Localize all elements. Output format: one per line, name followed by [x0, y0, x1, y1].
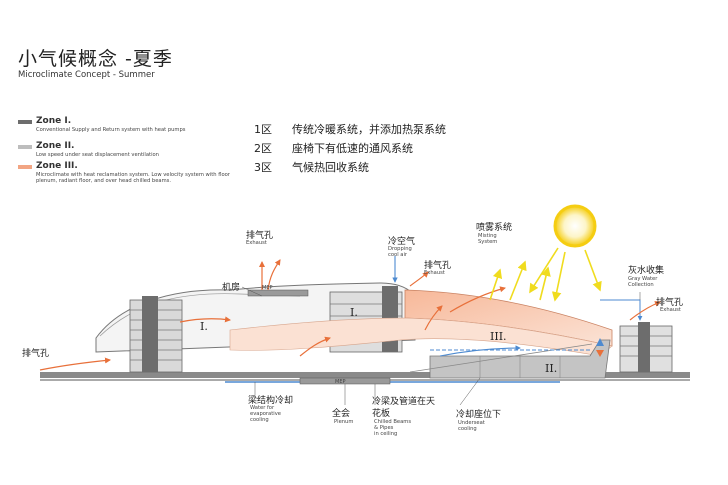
label-chilled-beams: 花板 — [372, 409, 391, 419]
label-misting-en: System — [478, 239, 498, 245]
cool-air-arrow — [439, 345, 521, 357]
label-chilled-beams: 冷梁及管道在天 — [372, 397, 436, 407]
legend-desc: Microclimate with heat reclamation syste… — [36, 172, 230, 185]
leader-line — [241, 286, 263, 297]
zone-1-swatch — [18, 120, 32, 124]
label-underseat: 冷却座位下 — [456, 410, 502, 420]
label-machine-room: 机房 — [222, 283, 241, 293]
legend-name: Zone II. — [36, 141, 75, 151]
zone-list-item: 3区气候热回收系统 — [254, 161, 369, 174]
water-triangle — [596, 338, 604, 346]
label-cool-air: 冷空气 — [388, 237, 416, 247]
label-gray-water-en: Gray Water — [628, 276, 658, 282]
label-gray-water: 灰水收集 — [628, 266, 665, 276]
zone-list-item: 1区传统冷暖系统，并添加热泵系统 — [254, 123, 446, 136]
mep-bottom-label: MEP — [335, 379, 346, 385]
zone-mark-2: II. — [545, 362, 558, 375]
legend-name: Zone III. — [36, 161, 78, 171]
legend-name: Zone I. — [36, 116, 72, 126]
page-subtitle: Microclimate Concept - Summer — [18, 70, 155, 80]
zone-list: 1区传统冷暖系统，并添加热泵系统 2区座椅下有低速的通风系统 3区气候热回收系统 — [254, 120, 446, 177]
page-title: 小气候概念 -夏季 — [18, 48, 173, 70]
label-chilled-beams-en: in ceiling — [374, 431, 398, 437]
airflow-arrow — [39, 357, 111, 371]
label-evaporative-en: cooling — [250, 417, 269, 423]
zone-mark-1-left: I. — [200, 320, 208, 333]
airflow-arrow — [299, 336, 331, 357]
label-misting-en: Misting — [478, 233, 497, 239]
label-evaporative-en: Water for — [250, 405, 275, 411]
label-cool-air-en: Dropping — [388, 246, 412, 252]
label-exhaust-right: 排气孔 — [656, 298, 684, 308]
sun — [553, 204, 597, 248]
label-plenum: 全会 — [332, 409, 351, 419]
airflow-arrow — [179, 316, 231, 323]
airflow-arrow — [629, 301, 661, 321]
roof-outline — [99, 293, 301, 337]
zone-1-core-right — [638, 322, 650, 372]
legend-desc: Conventional Supply and Return system wi… — [36, 127, 186, 133]
zone-2-swatch — [18, 145, 32, 149]
airflow-arrow — [267, 259, 281, 291]
label-plenum-en: Plenum — [334, 419, 354, 425]
sun-ray — [509, 260, 527, 301]
label-underseat-en: Underseat — [458, 420, 485, 426]
label-exhaust-top-en: Exhaust — [246, 240, 267, 246]
mep-top-strip — [247, 289, 309, 297]
sun-ray — [489, 268, 503, 301]
ground-slab — [40, 372, 690, 378]
zone-mark-1-mid: I. — [350, 306, 358, 319]
label-underseat-en: cooling — [458, 426, 477, 432]
mep-top-label: MEP — [262, 285, 273, 291]
label-chilled-beams-en: & Pipes — [374, 425, 394, 431]
label-chilled-beams-en: Chilled Beams — [374, 419, 412, 425]
label-exhaust-left: 排气孔 — [22, 349, 50, 359]
zone-list-item: 2区座椅下有低速的通风系统 — [254, 142, 413, 155]
label-evaporative: 梁结构冷却 — [248, 396, 294, 406]
label-exhaust-mid-en: Exhaust — [424, 270, 445, 276]
sun-ray — [551, 251, 566, 302]
zone-3-swatch — [18, 165, 32, 169]
label-gray-water-en: Collection — [628, 282, 654, 288]
label-exhaust-top: 排气孔 — [246, 231, 274, 241]
airflow-arrow — [424, 305, 443, 331]
leader-line — [459, 377, 481, 406]
label-evaporative-en: evaporative — [250, 411, 281, 417]
label-exhaust-right-en: Exhaust — [660, 307, 681, 313]
label-exhaust-mid: 排气孔 — [424, 261, 452, 271]
zone-1-core-left — [142, 296, 158, 372]
zone-mark-3: III. — [490, 330, 507, 343]
legend-desc: Low speed under seat displacement ventil… — [36, 152, 159, 158]
heat-triangle — [596, 350, 604, 357]
label-cool-air-en: cool air — [388, 252, 408, 258]
label-misting: 喷雾系统 — [476, 223, 513, 233]
sun-ray — [539, 266, 551, 301]
sun-ray — [584, 249, 602, 292]
zone-2-ramp — [409, 343, 593, 373]
airflow-arrow — [409, 271, 429, 287]
airflow-arrow — [449, 286, 506, 313]
